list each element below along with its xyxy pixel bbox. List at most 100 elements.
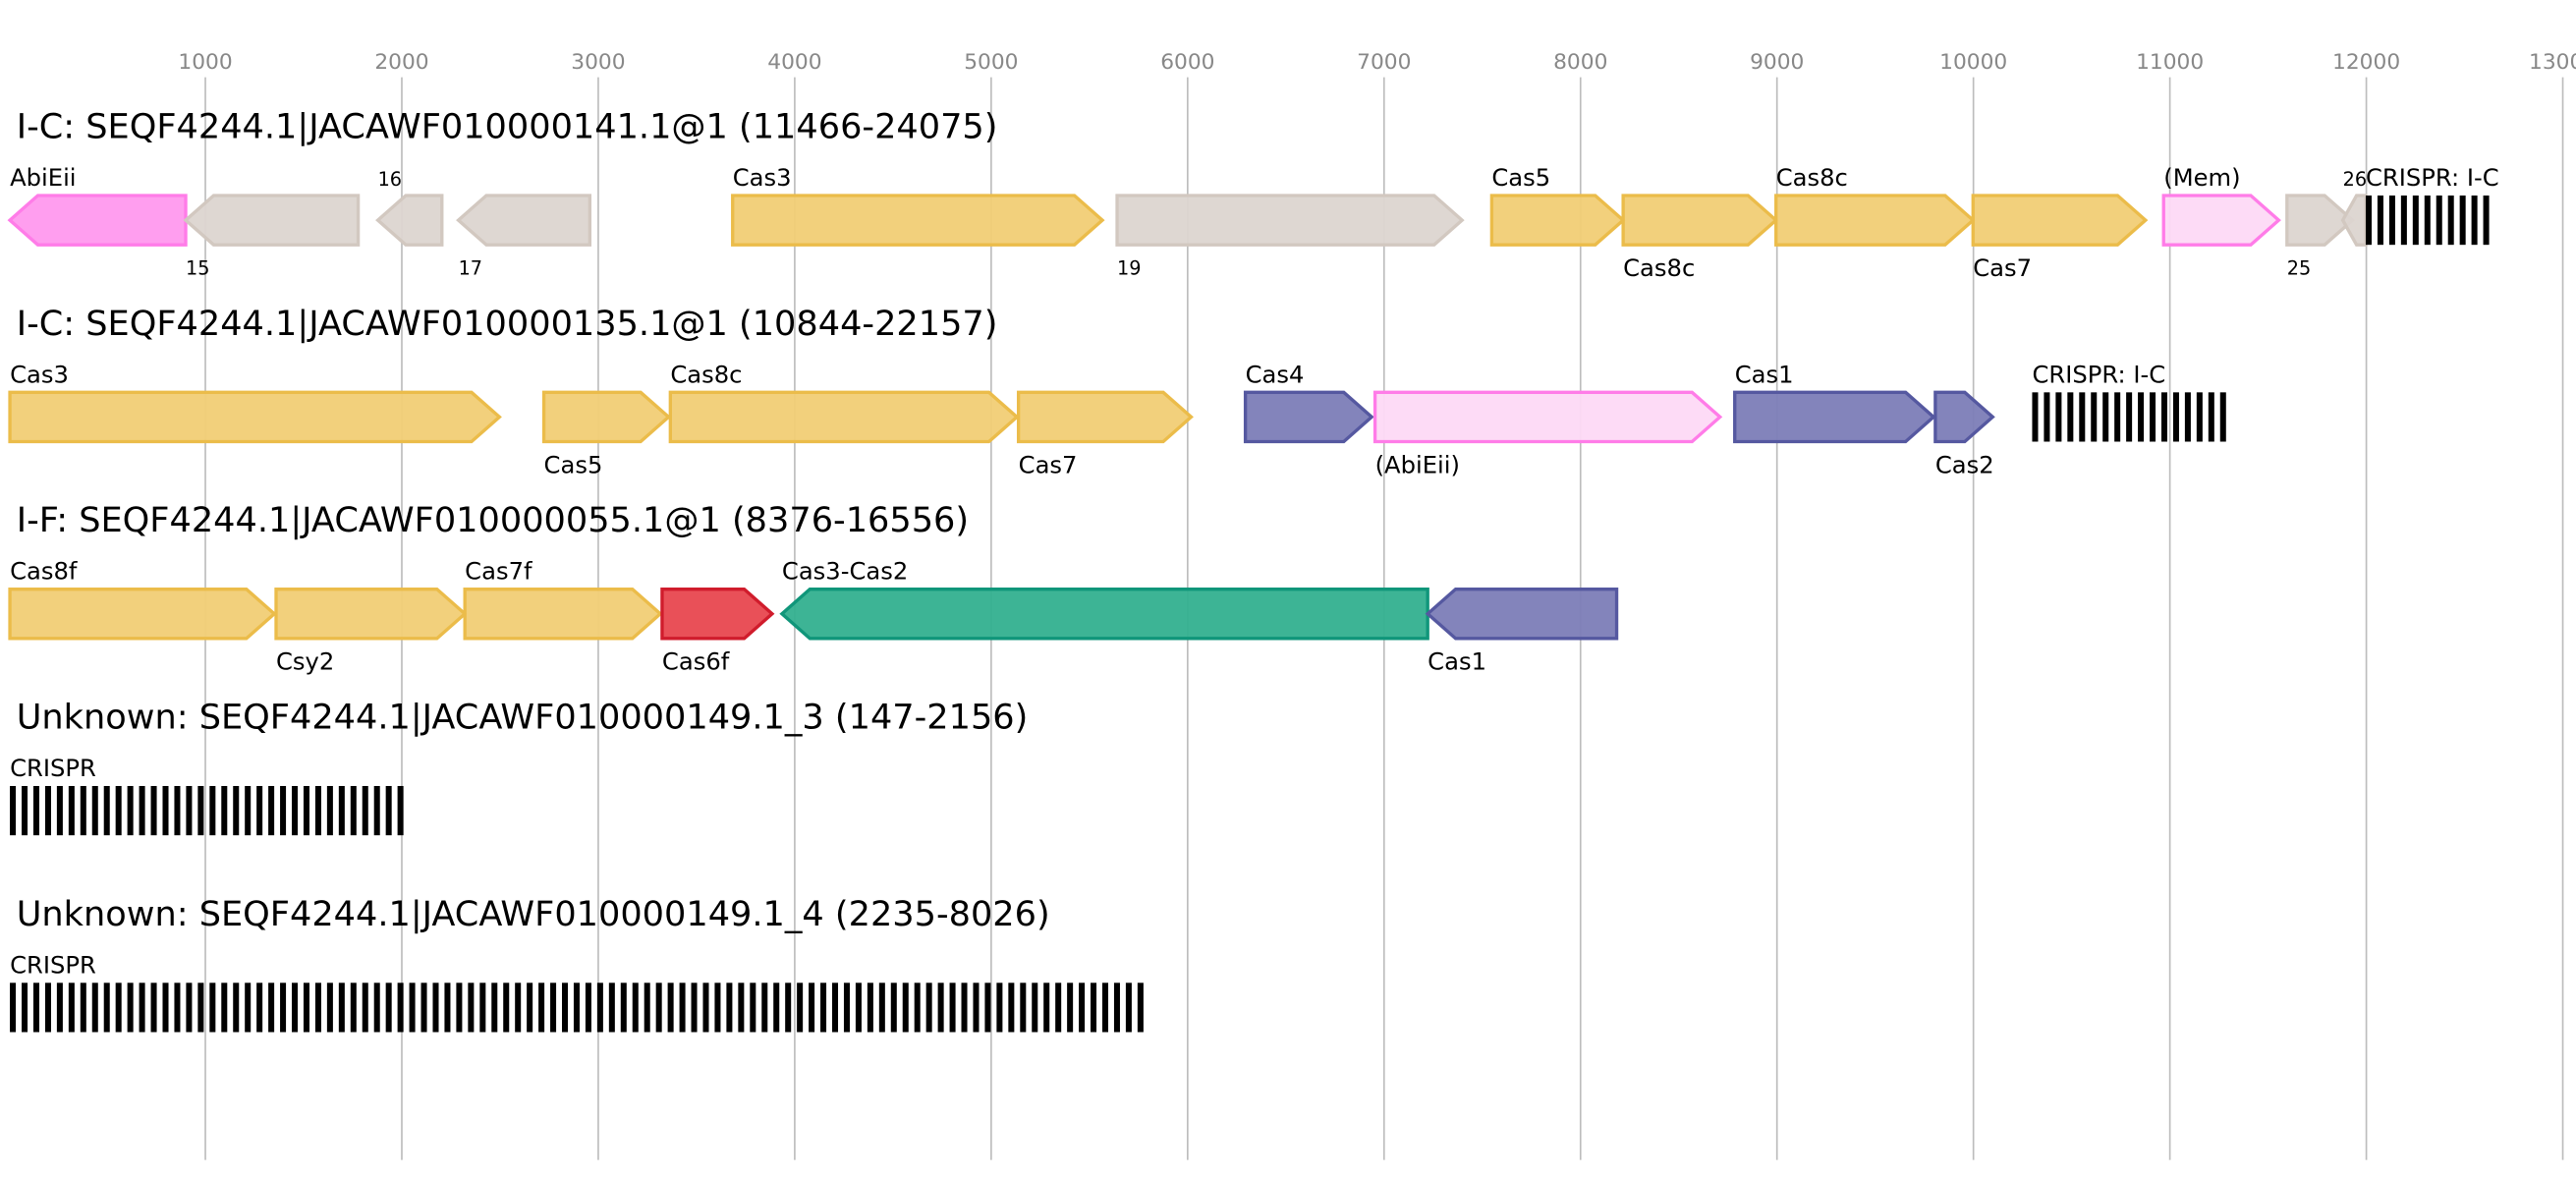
- gene-arrow[interactable]: [2285, 194, 2356, 247]
- crispr-repeat: [209, 785, 216, 836]
- crispr-repeat: [245, 785, 252, 836]
- loci: I-C: SEQF4244.1|JACAWF010000141.1@1 (114…: [7, 106, 2499, 1033]
- gene-arrow[interactable]: [1489, 194, 1626, 247]
- crispr-array[interactable]: [2032, 392, 2226, 442]
- gene-arrow[interactable]: [779, 587, 1429, 641]
- crispr-repeat: [2483, 196, 2490, 246]
- gene-arrow[interactable]: [183, 194, 361, 247]
- gene-arrow[interactable]: [8, 390, 502, 444]
- crispr-repeat: [268, 785, 275, 836]
- axis-tick-label: 3000: [571, 50, 625, 75]
- crispr-repeat: [750, 982, 756, 1033]
- crispr-array[interactable]: [10, 982, 1144, 1033]
- gene-arrow[interactable]: [463, 587, 663, 641]
- gene-arrow[interactable]: [456, 194, 592, 247]
- gene-arrow[interactable]: [1016, 390, 1194, 444]
- crispr-repeat: [785, 982, 792, 1033]
- crispr-repeat: [2471, 196, 2478, 246]
- axis-tick-label: 8000: [1553, 50, 1607, 75]
- gene-arrow[interactable]: [660, 587, 775, 641]
- axis-tick-label: 9000: [1750, 50, 1804, 75]
- locus-title: I-C: SEQF4244.1|JACAWF010000141.1@1 (114…: [17, 106, 998, 146]
- gene-label: Cas7f: [465, 557, 532, 586]
- crispr-repeat: [103, 785, 110, 836]
- gene-arrow[interactable]: [274, 587, 468, 641]
- crispr-repeat: [127, 982, 134, 1033]
- crispr-repeat: [314, 982, 321, 1033]
- axis-tick-label: 1000: [178, 50, 232, 75]
- crispr-repeat: [326, 982, 333, 1033]
- crispr-repeat: [1020, 982, 1027, 1033]
- crispr-repeat: [162, 982, 169, 1033]
- crispr-repeat: [350, 982, 357, 1033]
- crispr-repeat: [644, 982, 650, 1033]
- crispr-repeat: [726, 982, 733, 1033]
- gene-arrow[interactable]: [668, 390, 1020, 444]
- crispr-repeat: [150, 982, 157, 1033]
- crispr-repeat: [2447, 196, 2454, 246]
- gene-label: Cas7: [1973, 253, 2032, 282]
- gene-label: Cas8c: [1776, 163, 1848, 192]
- gene-arrow[interactable]: [1733, 390, 1936, 444]
- crispr-repeat: [350, 785, 357, 836]
- crispr-repeat: [691, 982, 698, 1033]
- crispr-repeat: [2079, 392, 2086, 442]
- crispr-repeat: [2055, 392, 2062, 442]
- gene-arrow[interactable]: [2340, 194, 2368, 247]
- gene-label: (AbiEii): [1375, 450, 1460, 478]
- gene-label: Cas3: [733, 163, 792, 192]
- crispr-repeat: [233, 785, 240, 836]
- crispr-repeat: [1079, 982, 1086, 1033]
- crispr-array[interactable]: [10, 785, 404, 836]
- crispr-array[interactable]: [2365, 196, 2490, 246]
- crispr-repeat: [2196, 392, 2203, 442]
- crispr-repeat: [1043, 982, 1050, 1033]
- crispr-repeat: [115, 785, 122, 836]
- gene-arrow[interactable]: [2161, 194, 2281, 247]
- gene-arrow[interactable]: [1933, 390, 1995, 444]
- gene-arrow[interactable]: [375, 194, 444, 247]
- locus-3: I-F: SEQF4244.1|JACAWF010000055.1@1 (837…: [8, 500, 1619, 676]
- crispr-repeat: [44, 785, 51, 836]
- gene-arrow[interactable]: [1115, 194, 1465, 247]
- crispr-repeat: [221, 982, 228, 1033]
- crispr-repeat: [314, 785, 321, 836]
- gene-arrow[interactable]: [1372, 390, 1723, 444]
- crispr-label: CRISPR: I-C: [2032, 360, 2165, 388]
- gene-arrow[interactable]: [1774, 194, 1976, 247]
- crispr-repeat: [538, 982, 545, 1033]
- crispr-repeat: [797, 982, 804, 1033]
- crispr-repeat: [573, 982, 580, 1033]
- crispr-repeat: [2126, 392, 2133, 442]
- crispr-repeat: [397, 785, 404, 836]
- crispr-repeat: [2138, 392, 2145, 442]
- gene-arrow[interactable]: [8, 587, 277, 641]
- gene-arrow[interactable]: [1425, 587, 1619, 641]
- crispr-repeat: [1113, 982, 1120, 1033]
- gene-arrow[interactable]: [7, 194, 188, 247]
- gene-arrow[interactable]: [1243, 390, 1374, 444]
- gene-arrow[interactable]: [731, 194, 1105, 247]
- gene-label: 15: [186, 256, 209, 279]
- crispr-repeat: [2044, 392, 2050, 442]
- crispr-repeat: [292, 982, 299, 1033]
- gene-arrow[interactable]: [1971, 194, 2149, 247]
- gene-arrow[interactable]: [541, 390, 672, 444]
- crispr-repeat: [984, 982, 991, 1033]
- crispr-repeat: [256, 982, 263, 1033]
- crispr-repeat: [2459, 196, 2466, 246]
- crispr-repeat: [162, 785, 169, 836]
- crispr-repeat: [197, 785, 204, 836]
- crispr-repeat: [714, 982, 721, 1033]
- axis-tick-label: 13000: [2529, 50, 2576, 75]
- gene-label: Cas1: [1428, 647, 1486, 676]
- crispr-repeat: [1091, 982, 1097, 1033]
- crispr-repeat: [773, 982, 780, 1033]
- gene-label: Cas1: [1735, 360, 1794, 388]
- gene-label: Cas2: [1935, 450, 1994, 478]
- crispr-repeat: [503, 982, 510, 1033]
- crispr-repeat: [326, 785, 333, 836]
- gene-arrow[interactable]: [1621, 194, 1779, 247]
- crispr-label: CRISPR: [10, 754, 96, 782]
